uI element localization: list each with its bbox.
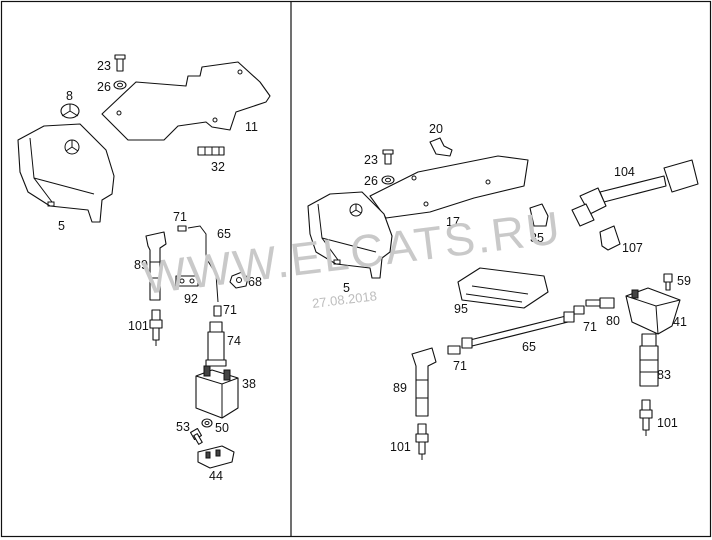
- clip-35-icon[interactable]: [529, 203, 549, 227]
- label-32-left: 32: [211, 160, 225, 174]
- connector-71-right-lower-icon[interactable]: [447, 345, 461, 355]
- label-89-right: 89: [393, 381, 407, 395]
- screw-59-icon[interactable]: [663, 273, 673, 291]
- screw-23-icon[interactable]: [114, 54, 126, 72]
- label-53-left: 53: [176, 420, 190, 434]
- label-95-right: 95: [454, 302, 468, 316]
- watermark-date: 27.08.2018: [311, 288, 377, 311]
- label-92-left: 92: [184, 292, 198, 306]
- label-65-right: 65: [522, 340, 536, 354]
- label-83-right: 83: [657, 368, 671, 382]
- connector-80-icon[interactable]: [585, 297, 615, 309]
- ignition-coil-38-icon[interactable]: [195, 365, 239, 419]
- label-104-right: 104: [614, 165, 635, 179]
- clip-32-icon[interactable]: [197, 146, 225, 156]
- spark-plug-101-right-upper-icon[interactable]: [639, 399, 653, 436]
- label-59-right: 59: [677, 274, 691, 288]
- plug-connector-89-icon[interactable]: [145, 231, 167, 301]
- label-8-left: 8: [66, 89, 73, 103]
- label-71-left-lower: 71: [223, 303, 237, 317]
- label-101-right-upper: 101: [657, 416, 678, 430]
- engine-cover-5-right-icon[interactable]: [307, 191, 393, 279]
- label-11-left: 11: [245, 120, 258, 134]
- label-65-left: 65: [217, 227, 231, 241]
- spark-plug-101-right-lower-icon[interactable]: [415, 423, 429, 460]
- label-17-right: 17: [446, 215, 460, 229]
- label-38-left: 38: [242, 377, 256, 391]
- label-101-left: 101: [128, 319, 149, 333]
- connector-71-right-upper-icon[interactable]: [573, 305, 585, 315]
- label-41-right: 41: [673, 315, 687, 329]
- spark-plug-101-left-icon[interactable]: [149, 309, 163, 346]
- label-50-left: 50: [215, 421, 229, 435]
- label-71-right-upper: 71: [583, 320, 597, 334]
- label-71-right-lower: 71: [453, 359, 467, 373]
- label-5-right: 5: [343, 281, 350, 295]
- label-44-left: 44: [209, 469, 223, 483]
- washer-50-icon[interactable]: [201, 418, 213, 428]
- label-89-left: 89: [134, 258, 148, 272]
- label-80-right: 80: [606, 314, 620, 328]
- plug-connector-89-right-icon[interactable]: [411, 347, 437, 417]
- cover-plate-17-icon[interactable]: [369, 155, 529, 219]
- cover-plate-11-icon[interactable]: [101, 61, 271, 141]
- ignition-coil-41-icon[interactable]: [625, 287, 681, 335]
- label-74-left: 74: [227, 334, 241, 348]
- grommet-26-right-icon[interactable]: [381, 175, 395, 185]
- connector-rail-95-icon[interactable]: [457, 267, 549, 309]
- label-71-left-upper: 71: [173, 210, 187, 224]
- label-23-left: 23: [97, 59, 111, 73]
- label-107-right: 107: [622, 241, 643, 255]
- connector-71-upper-icon[interactable]: [177, 225, 187, 232]
- bolt-53-icon[interactable]: [189, 427, 203, 445]
- connector-block-44-icon[interactable]: [197, 445, 235, 469]
- star-emblem-8-icon[interactable]: [60, 103, 80, 119]
- label-23-right: 23: [364, 153, 378, 167]
- connector-71-lower-icon[interactable]: [213, 305, 222, 317]
- bracket-92-icon[interactable]: [175, 275, 199, 287]
- ignition-cable-65-right-icon[interactable]: [461, 311, 575, 349]
- connector-107-icon[interactable]: [599, 225, 621, 251]
- label-5-left: 5: [58, 219, 65, 233]
- nut-68-icon[interactable]: [229, 271, 249, 289]
- label-35-right: 35: [530, 231, 544, 245]
- ignition-cable-65-icon[interactable]: [187, 225, 219, 303]
- label-101-right-lower: 101: [390, 440, 411, 454]
- engine-cover-5-icon[interactable]: [17, 123, 115, 223]
- label-26-right: 26: [364, 174, 378, 188]
- bracket-20-icon[interactable]: [429, 137, 453, 157]
- coil-boot-74-icon[interactable]: [205, 321, 227, 367]
- screw-23-right-icon[interactable]: [382, 149, 394, 165]
- grommet-26-icon[interactable]: [113, 80, 127, 90]
- coil-boot-83-icon[interactable]: [639, 333, 659, 387]
- label-20-right: 20: [429, 122, 443, 136]
- coil-pack-104-icon[interactable]: [571, 159, 699, 227]
- label-68-left: 68: [248, 275, 262, 289]
- label-26-left: 26: [97, 80, 111, 94]
